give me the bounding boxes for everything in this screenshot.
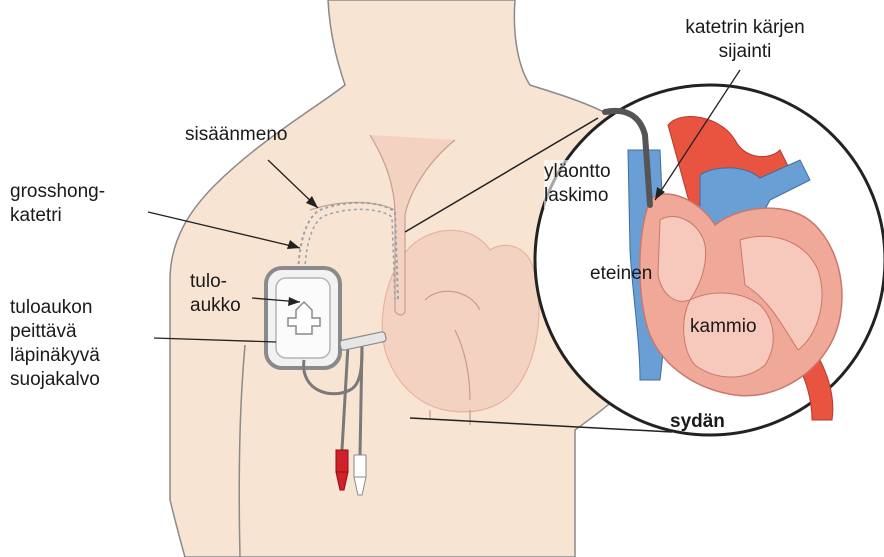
label-eteinen: eteinen	[590, 262, 652, 286]
label-kammio: kammio	[690, 315, 757, 339]
label-sisaanmeno: sisäänmeno	[185, 123, 287, 147]
label-ylaontto-laskimo: yläontto laskimo	[544, 160, 611, 208]
label-grosshong-katetri: grosshong- katetri	[10, 180, 105, 228]
label-suojakalvo: tuloaukon peittävä läpinäkyvä suojakalvo	[10, 296, 100, 392]
catheter-line-white	[360, 345, 362, 455]
label-tuloaukko: tulo- aukko	[190, 270, 241, 318]
white-clamp	[354, 455, 366, 477]
red-clamp	[336, 450, 348, 472]
chest-heart	[382, 230, 539, 412]
label-sydan: sydän	[670, 410, 725, 434]
label-katetrin-karjen-sijainti: katetrin kärjen sijainti	[665, 16, 825, 64]
